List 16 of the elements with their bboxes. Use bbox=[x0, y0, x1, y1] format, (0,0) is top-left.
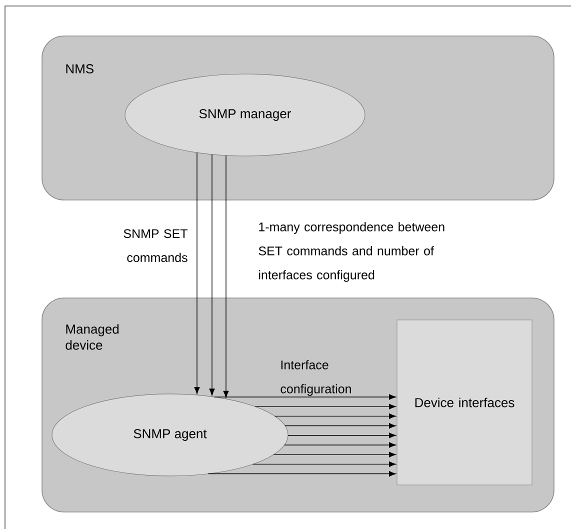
arrow bbox=[214, 394, 396, 400]
interfaces-box: Device interfaces bbox=[396, 320, 532, 486]
arrow bbox=[273, 452, 396, 458]
note-text: 1-many correspondence between SET commands and number of interfaces configured bbox=[258, 222, 444, 282]
annotation-text: Interface configuration bbox=[280, 360, 351, 396]
arrow bbox=[208, 471, 396, 477]
arrow bbox=[288, 432, 396, 438]
arrow bbox=[194, 152, 200, 394]
arrow bbox=[209, 154, 215, 396]
arrow bbox=[223, 155, 229, 398]
arrow bbox=[284, 423, 396, 429]
arrow bbox=[252, 461, 396, 467]
arrow bbox=[274, 413, 396, 419]
arrow bbox=[254, 404, 396, 410]
annotation-text: SNMP SET commands bbox=[124, 229, 188, 262]
arrow bbox=[284, 442, 396, 448]
